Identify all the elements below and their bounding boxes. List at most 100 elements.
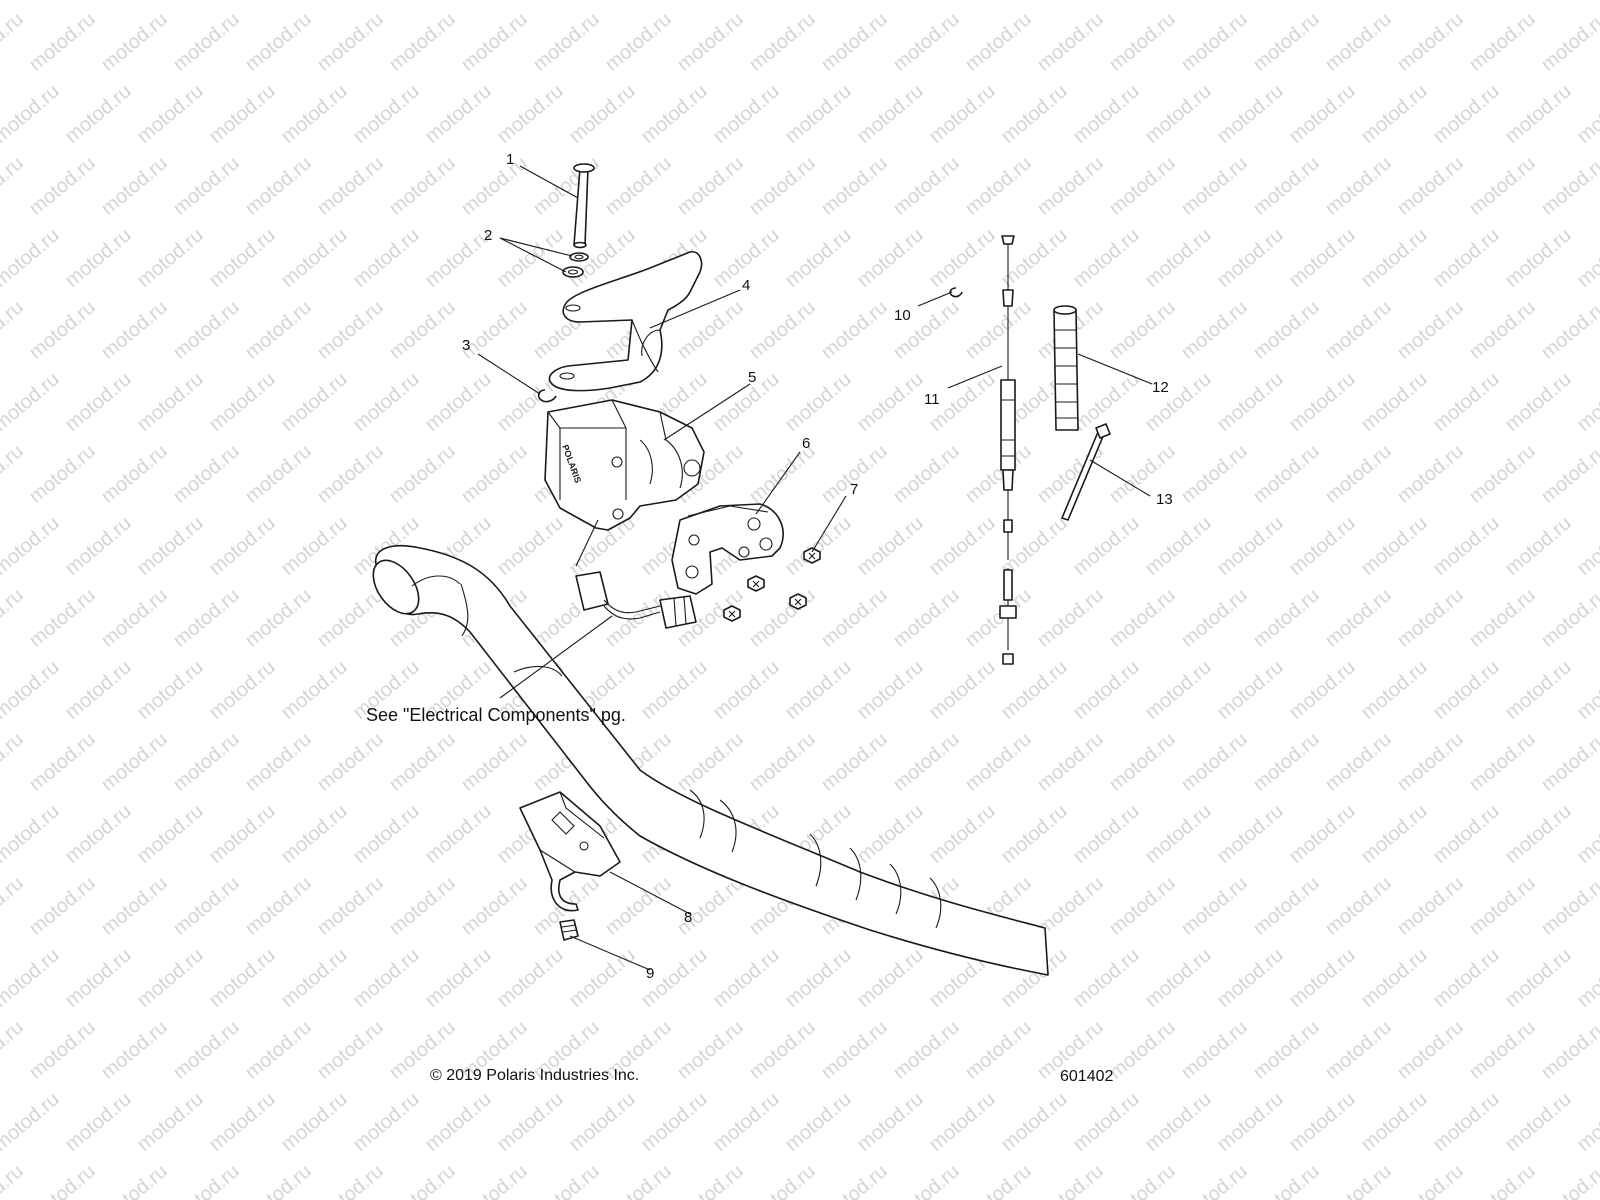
watermark-text: motod.ru: [1177, 8, 1252, 76]
watermark-text: motod.ru: [673, 152, 748, 220]
part-10-clip: [949, 287, 963, 298]
watermark-text: motod.ru: [0, 1088, 64, 1156]
watermark-text: motod.ru: [133, 224, 208, 292]
watermark-text: motod.ru: [1177, 152, 1252, 220]
watermark-text: motod.ru: [1429, 224, 1504, 292]
watermark-text: motod.ru: [0, 656, 64, 724]
watermark-text: motod.ru: [97, 8, 172, 76]
watermark-text: motod.ru: [529, 8, 604, 76]
watermark-text: motod.ru: [925, 224, 1000, 292]
watermark-text: motod.ru: [133, 512, 208, 580]
watermark-text: motod.ru: [133, 1088, 208, 1156]
watermark-text: motod.ru: [1429, 656, 1504, 724]
part-8-block: [519, 791, 621, 912]
watermark-text: motod.ru: [0, 0, 64, 4]
watermark-text: motod.ru: [1357, 1088, 1432, 1156]
watermark-text: motod.ru: [745, 296, 820, 364]
watermark-text: motod.ru: [1249, 1016, 1324, 1084]
watermark-text: motod.ru: [313, 872, 388, 940]
watermark-text: motod.ru: [1429, 512, 1504, 580]
watermark-text: motod.ru: [1393, 1016, 1468, 1084]
watermark-text: motod.ru: [1249, 872, 1324, 940]
watermark-text: motod.ru: [1249, 152, 1324, 220]
watermark-text: motod.ru: [781, 80, 856, 148]
callout-9: 9: [646, 965, 654, 982]
watermark-text: motod.ru: [1429, 944, 1504, 1012]
watermark-text: motod.ru: [313, 584, 388, 652]
watermark-text: motod.ru: [0, 296, 28, 364]
watermark-text: motod.ru: [97, 584, 172, 652]
watermark-text: motod.ru: [0, 440, 28, 508]
watermark-text: motod.ru: [1357, 800, 1432, 868]
watermark-text: motod.ru: [709, 1088, 784, 1156]
watermark-text: motod.ru: [1537, 440, 1600, 508]
watermark-text: motod.ru: [1285, 0, 1360, 4]
watermark-text: motod.ru: [1249, 1160, 1324, 1200]
watermark-text: motod.ru: [889, 1016, 964, 1084]
watermark-text: motod.ru: [205, 944, 280, 1012]
watermark-text: motod.ru: [817, 8, 892, 76]
watermark-text: motod.ru: [1285, 512, 1360, 580]
watermark-text: motod.ru: [1465, 8, 1540, 76]
watermark-text: motod.ru: [1141, 656, 1216, 724]
watermark-text: motod.ru: [241, 152, 316, 220]
watermark-text: motod.ru: [241, 440, 316, 508]
watermark-text: motod.ru: [313, 152, 388, 220]
watermark-text: motod.ru: [205, 512, 280, 580]
watermark-text: motod.ru: [385, 296, 460, 364]
watermark-text: motod.ru: [421, 944, 496, 1012]
callout-13: 13: [1156, 491, 1173, 508]
watermark-text: motod.ru: [1141, 0, 1216, 4]
watermark-text: motod.ru: [1105, 296, 1180, 364]
watermark-text: motod.ru: [853, 800, 928, 868]
watermark-text: motod.ru: [1573, 656, 1600, 724]
watermark-text: motod.ru: [709, 656, 784, 724]
switch-connector: [575, 571, 697, 629]
watermark-text: motod.ru: [421, 800, 496, 868]
watermark-text: motod.ru: [0, 1160, 28, 1200]
part-11-cable: [999, 235, 1017, 665]
watermark-text: motod.ru: [457, 728, 532, 796]
watermark-text: motod.ru: [1321, 1016, 1396, 1084]
watermark-text: motod.ru: [1501, 80, 1576, 148]
watermark-text: motod.ru: [997, 656, 1072, 724]
watermark-text: motod.ru: [169, 1016, 244, 1084]
watermark-text: motod.ru: [1285, 944, 1360, 1012]
callout-10: 10: [894, 307, 911, 324]
watermark-text: motod.ru: [817, 728, 892, 796]
watermark-text: motod.ru: [1501, 1088, 1576, 1156]
watermark-text: motod.ru: [1465, 728, 1540, 796]
watermark-text: motod.ru: [565, 0, 640, 4]
watermark-text: motod.ru: [709, 80, 784, 148]
watermark-text: motod.ru: [1105, 728, 1180, 796]
watermark-text: motod.ru: [1249, 584, 1324, 652]
watermark-text: motod.ru: [277, 656, 352, 724]
watermark-text: motod.ru: [349, 80, 424, 148]
watermark-text: motod.ru: [1501, 224, 1576, 292]
watermark-text: motod.ru: [1141, 944, 1216, 1012]
watermark-text: motod.ru: [0, 80, 64, 148]
electrical-components-note: See "Electrical Components" pg.: [366, 705, 626, 725]
part-1-pin: [573, 163, 595, 249]
callout-2: 2: [484, 227, 492, 244]
watermark-text: motod.ru: [1537, 728, 1600, 796]
watermark-text: motod.ru: [1393, 152, 1468, 220]
watermark-text: motod.ru: [1537, 872, 1600, 940]
watermark-text: motod.ru: [313, 296, 388, 364]
watermark-text: motod.ru: [1213, 1088, 1288, 1156]
watermark-text: motod.ru: [205, 80, 280, 148]
watermark-text: motod.ru: [637, 656, 712, 724]
watermark-text: motod.ru: [133, 800, 208, 868]
watermark-text: motod.ru: [1321, 8, 1396, 76]
watermark-text: motod.ru: [1321, 440, 1396, 508]
watermark-text: motod.ru: [277, 512, 352, 580]
watermark-text: motod.ru: [61, 224, 136, 292]
watermark-text: motod.ru: [1357, 944, 1432, 1012]
watermark-text: motod.ru: [0, 872, 28, 940]
watermark-text: motod.ru: [493, 1088, 568, 1156]
watermark-text: motod.ru: [1537, 152, 1600, 220]
watermark-text: motod.ru: [1249, 296, 1324, 364]
watermark-text: motod.ru: [673, 1160, 748, 1200]
watermark-text: motod.ru: [25, 296, 100, 364]
watermark-text: motod.ru: [61, 0, 136, 4]
